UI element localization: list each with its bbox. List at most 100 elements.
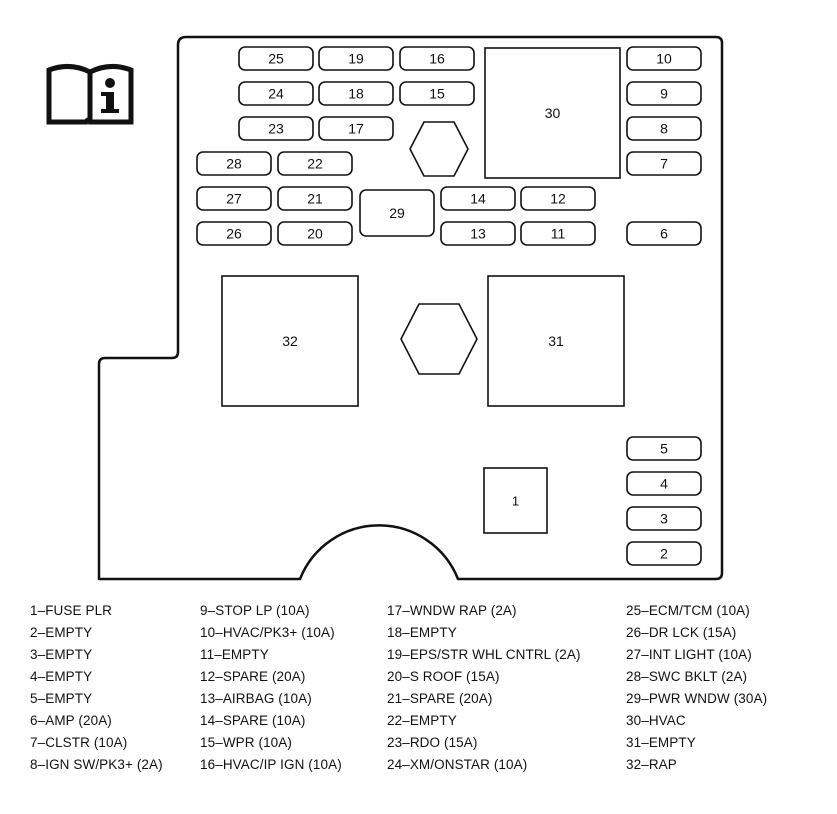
legend-item: 30–HVAC: [626, 713, 686, 728]
fuse-3: 3: [626, 506, 702, 531]
legend-item: 18–EMPTY: [387, 625, 457, 640]
fuse-5-label: 5: [660, 441, 668, 457]
fuse-4: 4: [626, 471, 702, 496]
relay-1: 1: [483, 467, 548, 534]
legend-item: 10–HVAC/PK3+ (10A): [200, 625, 335, 640]
legend-item: 29–PWR WNDW (30A): [626, 691, 768, 706]
legend-item: 2–EMPTY: [30, 625, 93, 640]
fuse-17-label: 17: [348, 121, 364, 137]
fuse-box-outline: [97, 35, 724, 581]
fuse-4-label: 4: [660, 476, 668, 492]
relay-1-label: 1: [512, 494, 519, 509]
fuse-9: 9: [626, 81, 702, 106]
fuse-18-label: 18: [348, 86, 364, 102]
fuse-21: 21: [277, 186, 353, 211]
relay-30-label: 30: [545, 105, 561, 121]
legend-item: 14–SPARE (10A): [200, 713, 306, 728]
legend-item: 1–FUSE PLR: [30, 603, 113, 618]
legend-item: 13–AIRBAG (10A): [200, 691, 312, 706]
fuse-14-label: 14: [470, 191, 486, 207]
fuse-19: 19: [318, 46, 394, 71]
fuse-12: 12: [520, 186, 596, 211]
fuse-17: 17: [318, 116, 394, 141]
fuse-27: 27: [196, 186, 272, 211]
fuse-11: 11: [520, 221, 596, 246]
legend-item: 6–AMP (20A): [30, 713, 112, 728]
fuse-8-label: 8: [660, 121, 668, 137]
fuse-27-label: 27: [226, 191, 242, 207]
legend-item: 31–EMPTY: [626, 735, 696, 750]
relay-29: 29: [359, 189, 435, 237]
fuse-2-label: 2: [660, 546, 668, 562]
legend-item: 32–RAP: [626, 757, 677, 772]
fuse-13: 13: [440, 221, 516, 246]
legend-column-2: 9–STOP LP (10A)10–HVAC/PK3+ (10A)11–EMPT…: [200, 600, 342, 776]
fuse-20: 20: [277, 221, 353, 246]
legend-item: 5–EMPTY: [30, 691, 93, 706]
hex-connector-upper: [409, 121, 469, 177]
fuse-10-label: 10: [656, 51, 672, 67]
fuse-26: 26: [196, 221, 272, 246]
fuse-5: 5: [626, 436, 702, 461]
legend-item: 7–CLSTR (10A): [30, 735, 128, 750]
fuse-20-label: 20: [307, 226, 323, 242]
fuse-14: 14: [440, 186, 516, 211]
legend-item: 8–IGN SW/PK3+ (2A): [30, 757, 163, 772]
fuse-13-label: 13: [470, 226, 486, 242]
legend-item: 28–SWC BKLT (2A): [626, 669, 748, 684]
fuse-22: 22: [277, 151, 353, 176]
fuse-25: 25: [238, 46, 314, 71]
legend-item: 24–XM/ONSTAR (10A): [387, 757, 528, 772]
fuse-10: 10: [626, 46, 702, 71]
relay-32-label: 32: [282, 333, 298, 349]
fuse-3-label: 3: [660, 511, 668, 527]
legend-column-1: 1–FUSE PLR 2–EMPTY 3–EMPTY 4–EMPTY 5–EMPTY 6–…: [30, 600, 163, 776]
fuse-24-label: 24: [268, 86, 284, 102]
legend-item: 26–DR LCK (15A): [626, 625, 737, 640]
fuse-28-label: 28: [226, 156, 242, 172]
fuse-6-label: 6: [660, 226, 668, 242]
fuse-15: 15: [399, 81, 475, 106]
legend-item: 17–WNDW RAP (2A): [387, 603, 517, 618]
legend-item: 22–EMPTY: [387, 713, 457, 728]
hex-connector-center: [400, 303, 478, 375]
fuse-16: 16: [399, 46, 475, 71]
legend-item: 15–WPR (10A): [200, 735, 292, 750]
fuse-24: 24: [238, 81, 314, 106]
legend-column-4: 25–ECM/TCM (10A) 26–DR LCK (15A) 27–INT LI…: [626, 600, 767, 776]
relay-32: 32: [221, 275, 359, 407]
fuse-12-label: 12: [550, 191, 566, 207]
fuse-9-label: 9: [660, 86, 668, 102]
fuse-16-label: 16: [429, 51, 445, 67]
relay-31: 31: [487, 275, 625, 407]
legend-item: 25–ECM/TCM (10A): [626, 603, 750, 618]
legend-item: 16–HVAC/IP IGN (10A): [200, 757, 342, 772]
fuse-22-label: 22: [307, 156, 323, 172]
fuse-18: 18: [318, 81, 394, 106]
fuse-8: 8: [626, 116, 702, 141]
legend-item: 4–EMPTY: [30, 669, 93, 684]
legend-item: 3–EMPTY: [30, 647, 93, 662]
fuse-25-label: 25: [268, 51, 284, 67]
fuse-15-label: 15: [429, 86, 445, 102]
fuse-11-label: 11: [551, 226, 566, 242]
legend-item: 20–S ROOF (15A): [387, 669, 500, 684]
relay-31-label: 31: [548, 333, 564, 349]
owner-manual-info-icon: [46, 64, 134, 125]
legend-item: 19–EPS/STR WHL CNTRL (2A): [387, 647, 581, 662]
relay-29-label: 29: [389, 205, 405, 221]
fuse-23-label: 23: [268, 121, 284, 137]
legend-item: 11–EMPTY: [200, 647, 269, 662]
legend-item: 23–RDO (15A): [387, 735, 478, 750]
fuse-legend: 1–FUSE PLR 2–EMPTY 3–EMPTY 4–EMPTY 5–EMPTY 6–…: [30, 600, 820, 780]
legend-column-3: 17–WNDW RAP (2A) 18–EMPTY 19–EPS/STR WHL C…: [387, 600, 581, 776]
fuse-7-label: 7: [660, 156, 668, 172]
fuse-7: 7: [626, 151, 702, 176]
fuse-19-label: 19: [348, 51, 364, 67]
fuse-2: 2: [626, 541, 702, 566]
relay-30: 30: [484, 47, 621, 179]
fuse-28: 28: [196, 151, 272, 176]
legend-item: 27–INT LIGHT (10A): [626, 647, 752, 662]
fuse-23: 23: [238, 116, 314, 141]
